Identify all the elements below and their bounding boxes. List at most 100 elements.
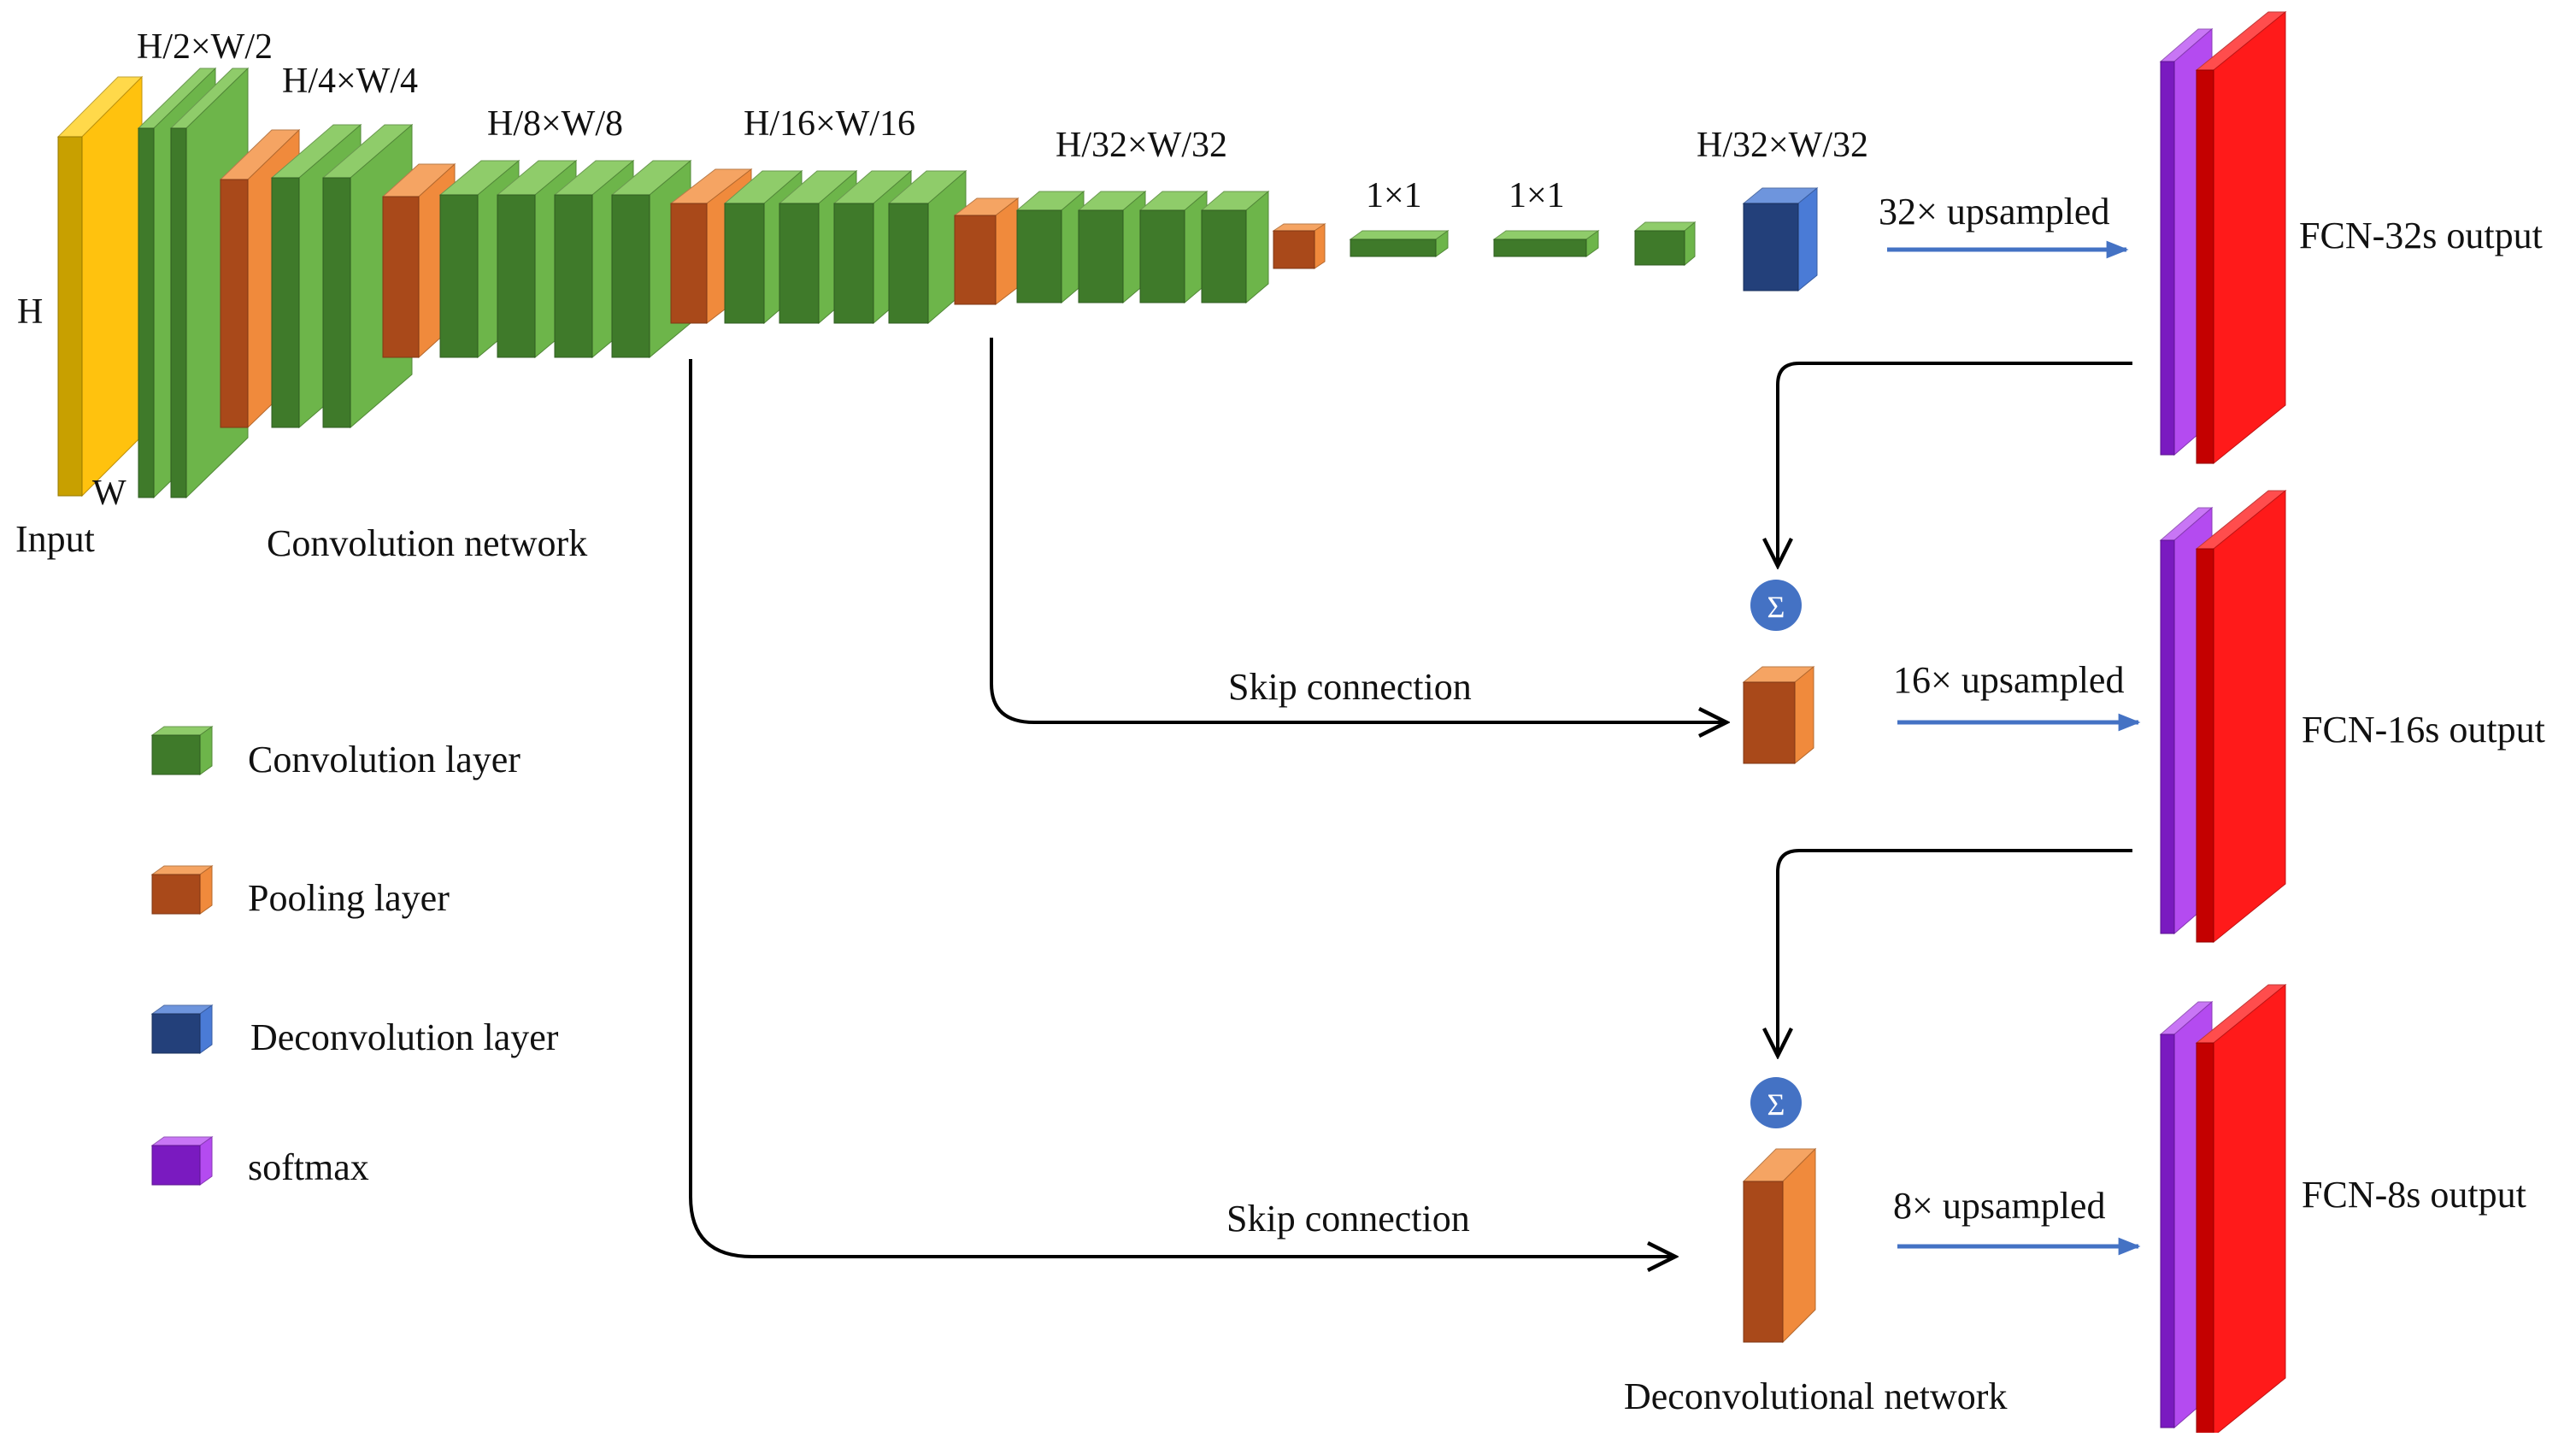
connectors [689, 240, 2141, 1257]
softmax-cube-icon-side [199, 1136, 213, 1186]
deconv-32s-side [1797, 186, 1818, 292]
deconvolutional-network-label: Deconvolutional network [1624, 1375, 2007, 1417]
pool1-front [220, 179, 249, 428]
sum-circle-icon [1750, 580, 1802, 631]
fc6 [1349, 230, 1450, 257]
deconv-8s-side [1782, 1147, 1816, 1344]
fcn-8s-softmax-front [2160, 1034, 2175, 1428]
conv3-2-front [497, 194, 536, 358]
conv3-3-front [554, 194, 593, 358]
sum-symbol: Σ [1767, 1087, 1785, 1122]
conv5-3-front [1139, 209, 1185, 303]
input-layer [56, 75, 144, 498]
score-conv [1633, 221, 1697, 267]
input-label: Input [15, 518, 95, 560]
fc-label-1: 1×1 [1366, 176, 1422, 215]
skip-connection-label-2: Skip connection [1226, 1198, 1470, 1240]
fcn-16s-output-label: FCN-16s output [2302, 709, 2545, 751]
fcn-16s-output-front [2196, 548, 2214, 943]
deconvolution-cube-icon-front [151, 1013, 201, 1054]
conv1-1-front [138, 127, 155, 498]
deconv-16s-front [1743, 681, 1796, 764]
stage-label-eighth: H/8×W/8 [487, 104, 623, 144]
fcn32-to-sum-connector [1778, 362, 2132, 566]
pool5-front [1273, 230, 1315, 269]
pool3-front [670, 203, 708, 324]
sum-node-8s: Σ [1750, 1077, 1802, 1128]
fcn-8s-output-label: FCN-8s output [2302, 1174, 2526, 1216]
convolution-cube-icon-front [151, 734, 201, 775]
deconv-8s-front [1743, 1181, 1784, 1343]
conv5-1-front [1016, 209, 1062, 303]
conv1-2-front [170, 127, 187, 498]
fcn-32s-output-label: FCN-32s output [2299, 215, 2543, 256]
legend-icons [150, 726, 214, 1186]
fc-label-2: 1×1 [1509, 176, 1565, 215]
fc7-front [1493, 239, 1587, 257]
fcn-32s-output-front [2196, 69, 2214, 464]
pool4-front [954, 215, 997, 305]
conv4-2-front [779, 203, 820, 324]
legend-label-softmax: softmax [248, 1146, 369, 1188]
input-width-label: W [92, 474, 126, 513]
deconv-16s [1742, 665, 1815, 765]
conv5-4-side [1245, 190, 1269, 304]
conv5-1 [1015, 190, 1085, 304]
deconv-8s [1742, 1147, 1817, 1344]
fcn16-to-sum-connector [1778, 849, 2132, 1056]
convolution-cube-icon [150, 726, 214, 775]
deconv-16s-side [1794, 665, 1814, 765]
stage-label-thirty-second: H/32×W/32 [1056, 126, 1227, 165]
convolution-cube-icon-side [199, 726, 213, 775]
skip-connection-label-1: Skip connection [1228, 666, 1472, 708]
deconvolution-cube-icon-side [199, 1004, 213, 1054]
fcn-16s-output [2195, 489, 2287, 944]
legend: Convolution layer Pooling layer Deconvol… [150, 726, 559, 1188]
sum-symbol: Σ [1767, 590, 1785, 624]
upsample-16x-label: 16× upsampled [1893, 659, 2124, 701]
softmax-cube-icon [150, 1136, 214, 1186]
pool5 [1272, 223, 1326, 269]
deconv-32s-front [1743, 203, 1799, 292]
conv2-2-front [322, 177, 351, 428]
conv4-3-front [833, 203, 874, 324]
fcn-8s-output-side [2213, 983, 2286, 1437]
deconv-32s [1742, 186, 1819, 292]
skip-connection-pool3-line [689, 359, 1675, 1257]
upsample-32x-label: 32× upsampled [1879, 191, 2109, 233]
conv5-4 [1200, 190, 1270, 304]
pool2-front [382, 196, 420, 358]
encoder-labels: H/2×W/2 H/4×W/4 H/8×W/8 H/16×W/16 H/32×W… [15, 27, 1565, 564]
fc7-top [1492, 230, 1600, 240]
output-labels: 32× upsampled 16× upsampled 8× upsampled… [1879, 191, 2545, 1227]
conv5-3 [1138, 190, 1209, 304]
score-conv-front [1634, 230, 1685, 266]
softmax-cube-icon-front [151, 1145, 201, 1186]
pool5-side [1314, 223, 1326, 269]
fcn-8s-output [2195, 983, 2287, 1437]
fc6-top [1349, 230, 1450, 240]
conv5-2-front [1078, 209, 1124, 303]
legend-label-convolution: Convolution layer [248, 739, 520, 780]
decoder-labels: H/32×W/32 Skip connection Skip connectio… [1226, 126, 2007, 1417]
fc7 [1492, 230, 1600, 257]
deconvolution-cube-icon [150, 1004, 214, 1054]
conv5-4-front [1201, 209, 1247, 303]
conv5-2 [1077, 190, 1147, 304]
stage-label-half: H/2×W/2 [137, 27, 273, 67]
fc6-front [1350, 239, 1437, 257]
fcn-32s-output [2195, 10, 2287, 465]
convolution-network-label: Convolution network [267, 522, 587, 564]
pooling-cube-icon-front [151, 874, 201, 915]
fcn-32s-softmax-front [2160, 61, 2175, 456]
conv2-1-front [271, 177, 300, 428]
legend-label-deconvolution: Deconvolution layer [250, 1016, 559, 1058]
fcn-8s-output-front [2196, 1042, 2214, 1437]
upsample-8x-label: 8× upsampled [1893, 1185, 2105, 1227]
pooling-cube-icon [150, 865, 214, 915]
fcn-32s-output-side [2213, 10, 2286, 465]
pool4 [953, 197, 1020, 306]
input-height-label: H [17, 292, 43, 332]
